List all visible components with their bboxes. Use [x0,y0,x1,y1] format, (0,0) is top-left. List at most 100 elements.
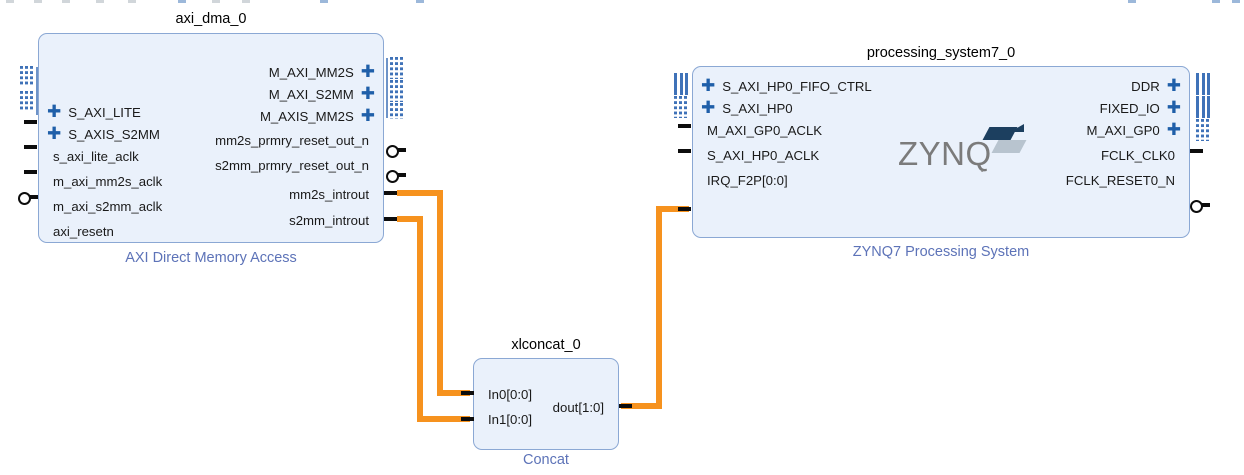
pin-label: FIXED_IO [1099,100,1160,116]
pin-stub-irq-f2p [678,207,691,211]
pin-stub-axi-resetn [18,192,38,205]
pin-label: axi_resetn [53,223,114,239]
zynq-parallelogram-light [991,140,1027,153]
pin-s-axi-hp0-aclk[interactable]: S_AXI_HP0_ACLK [701,144,819,166]
bus-stub-m-axi-s2mm [390,80,407,102]
bus-stub-s-axi-lite [20,66,37,86]
pin-s-axi-hp0-fifo-ctrl[interactable]: ✚ S_AXI_HP0_FIFO_CTRL [701,75,872,97]
zynq-flag-tail [1010,124,1024,132]
pin-m-axi-s2mm[interactable]: M_AXI_S2MM ✚ [269,83,375,105]
zynq-wordmark: ZYNQ [898,135,992,172]
pin-axi-resetn[interactable]: axi_resetn [47,220,114,242]
block-caption-xlconcat: Concat [523,452,569,468]
pin-stub-in1 [461,417,474,421]
expand-plus-icon[interactable]: ✚ [1166,119,1181,140]
block-caption-processing-system: ZYNQ7 Processing System [852,244,1030,260]
pin-stub-s2mm-prmry-reset-out-n [386,170,406,183]
pin-label: S_AXI_HP0_ACLK [707,147,820,163]
expand-plus-icon[interactable]: ✚ [701,75,716,96]
pin-s2mm-introut[interactable]: s2mm_introut [289,209,375,231]
pin-stub-m-axi-gp0-aclk [678,124,691,128]
pin-fixed-io[interactable]: FIXED_IO ✚ [1100,97,1181,119]
pin-label: S_AXI_HP0_FIFO_CTRL [722,78,872,94]
pin-mm2s-prmry-reset-out-n[interactable]: mm2s_prmry_reset_out_n [215,129,375,151]
pin-s-axi-lite-aclk[interactable]: s_axi_lite_aclk [47,145,139,167]
pin-in0[interactable]: In0[0:0] [482,383,532,405]
net-mm2s-introut [397,190,470,396]
expand-plus-icon[interactable]: ✚ [47,101,62,122]
bus-stub-line-left-dma [36,67,38,115]
pin-fclk-reset0-n[interactable]: FCLK_RESET0_N [1066,169,1181,191]
pin-stub-dout [619,404,632,408]
pin-m-axis-mm2s[interactable]: M_AXIS_MM2S ✚ [260,105,375,127]
pin-label: M_AXI_GP0 [1086,122,1160,138]
pin-stub-m-axi-s2mm-aclk [24,170,37,174]
pin-label: dout[1:0] [552,399,604,415]
pin-ddr[interactable]: DDR ✚ [1131,75,1181,97]
pin-m-axi-gp0[interactable]: M_AXI_GP0 ✚ [1086,119,1181,141]
pin-m-axi-gp0-aclk[interactable]: M_AXI_GP0_ACLK [701,119,822,141]
block-title-axi-dma: axi_dma_0 [175,11,247,27]
block-title-xlconcat: xlconcat_0 [511,337,581,353]
pin-stub-mm2s-introut [384,191,397,195]
block-axi-dma-0[interactable]: ✚ S_AXI_LITE ✚ S_AXIS_S2MM s_axi_lite_ac… [38,33,384,243]
pin-s-axi-hp0[interactable]: ✚ S_AXI_HP0 [701,97,793,119]
pin-label: m_axi_s2mm_aclk [53,198,163,214]
pin-stub-in0 [461,391,474,395]
bus-stub-s-axi-hp0-fifo-ctrl [674,73,691,95]
pin-label: IRQ_F2P[0:0] [707,172,788,188]
zynq-registered-dot: . [980,159,985,176]
expand-plus-icon[interactable]: ✚ [1166,97,1181,118]
pin-label: m_axi_mm2s_aclk [53,173,163,189]
bus-stub-m-axis-mm2s [390,103,407,119]
bus-stub-fixed-io [1196,96,1213,118]
pin-label: S_AXIS_S2MM [68,126,160,142]
pin-m-axi-mm2s[interactable]: M_AXI_MM2S ✚ [269,61,375,83]
expand-plus-icon[interactable]: ✚ [360,105,375,126]
bus-stub-m-axi-gp0 [1196,119,1213,141]
pin-stub-fclk-clk0 [1190,149,1203,153]
pin-s-axis-s2mm[interactable]: ✚ S_AXIS_S2MM [47,123,160,145]
pin-label: S_AXI_LITE [68,104,141,120]
pin-label: FCLK_CLK0 [1100,147,1175,163]
pin-label: In0[0:0] [488,386,532,402]
block-caption-axi-dma: AXI Direct Memory Access [125,250,297,266]
expand-plus-icon[interactable]: ✚ [701,97,716,118]
bus-stub-s-axis-s2mm [20,91,37,111]
pin-mm2s-introut[interactable]: mm2s_introut [289,183,375,205]
pin-stub-fclk-reset0-n [1190,200,1210,213]
zynq-parallelogram-dark [982,127,1018,140]
pin-s-axi-lite[interactable]: ✚ S_AXI_LITE [47,101,141,123]
expand-plus-icon[interactable]: ✚ [47,123,62,144]
bus-stub-s-axi-hp0 [674,96,691,118]
pin-stub-s2mm-introut [384,217,397,221]
pin-label: M_AXI_MM2S [268,64,354,80]
block-processing-system7-0[interactable]: ZYNQ . ✚ S_AXI_HP0_FIFO_CTRL ✚ S_AXI_HP0… [692,66,1190,238]
pin-label: mm2s_introut [289,186,369,202]
pin-label: S_AXI_HP0 [722,100,793,116]
pin-dout[interactable]: dout[1:0] [553,396,610,418]
bus-stub-ddr [1196,73,1213,95]
pin-m-axi-s2mm-aclk[interactable]: m_axi_s2mm_aclk [47,195,162,217]
pin-stub-s-axi-lite-aclk [24,120,37,124]
pin-stub-s-axi-hp0-aclk [678,149,691,153]
pin-label: mm2s_prmry_reset_out_n [215,132,369,148]
pin-label: s2mm_prmry_reset_out_n [215,157,369,173]
pin-label: FCLK_RESET0_N [1065,172,1175,188]
pin-label: s_axi_lite_aclk [53,148,139,164]
pin-label: M_AXI_GP0_ACLK [707,122,823,138]
pin-irq-f2p[interactable]: IRQ_F2P[0:0] [701,169,788,191]
block-xlconcat-0[interactable]: In0[0:0] In1[0:0] dout[1:0] [473,358,619,450]
pin-label: s2mm_introut [289,212,369,228]
expand-plus-icon[interactable]: ✚ [1166,75,1181,96]
net-dout-irq [621,206,689,409]
expand-plus-icon[interactable]: ✚ [360,61,375,82]
toolbar-remnant [0,0,1244,4]
expand-plus-icon[interactable]: ✚ [360,83,375,104]
pin-m-axi-mm2s-aclk[interactable]: m_axi_mm2s_aclk [47,170,162,192]
pin-s2mm-prmry-reset-out-n[interactable]: s2mm_prmry_reset_out_n [215,154,375,176]
pin-stub-m-axi-mm2s-aclk [24,145,37,149]
pin-in1[interactable]: In1[0:0] [482,408,532,430]
pin-fclk-clk0[interactable]: FCLK_CLK0 [1101,144,1181,166]
